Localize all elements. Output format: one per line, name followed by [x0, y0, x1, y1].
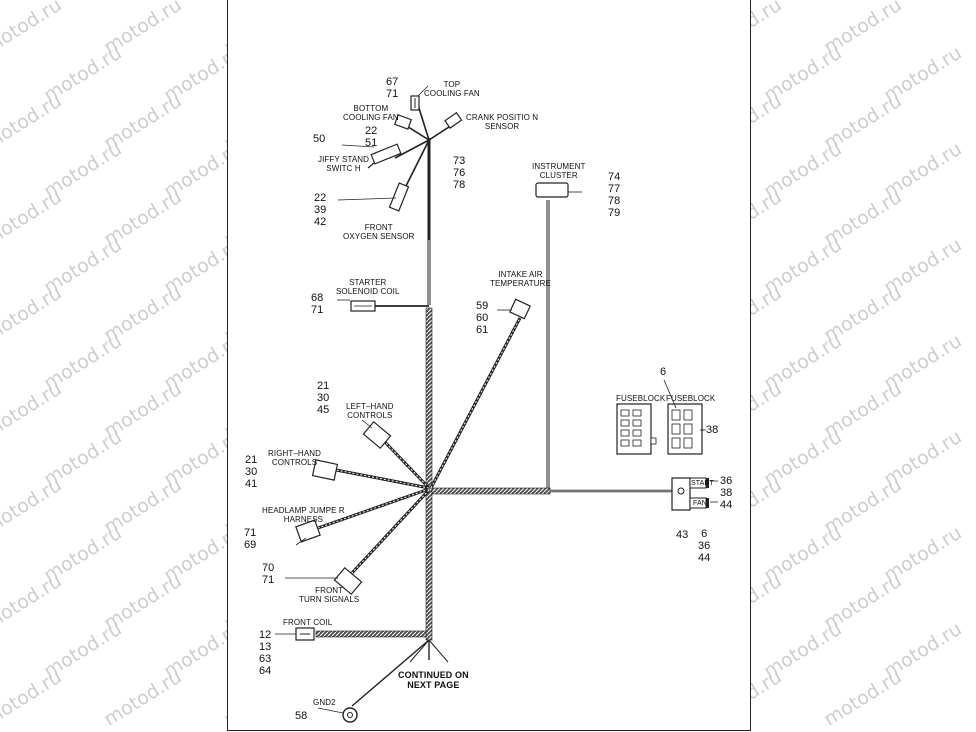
gnd2-label: GND2: [313, 698, 336, 707]
relay-branch: [431, 487, 672, 495]
jiffy-stand-switch-connector: [367, 143, 402, 169]
crank-position-sensor-connector: [444, 111, 463, 129]
headlamp-branch: [295, 487, 430, 543]
fuseblock-left: [616, 403, 657, 455]
relay-fan-label: FAN: [693, 500, 707, 507]
relay-bottom-left-ref: 43: [676, 529, 689, 541]
ground-branch: [342, 639, 449, 723]
leader-lines: [275, 85, 718, 714]
fuseblock-left-label: FUSEBLOCK: [616, 394, 666, 403]
starter-solenoid-branch: [350, 300, 429, 312]
jiffy-stand-refs-b: 50: [313, 133, 326, 145]
front-coil-branch: [295, 627, 427, 641]
relay-block: [671, 477, 709, 511]
relay-start-label: START: [691, 480, 714, 487]
fuseblock-right-top-ref: 6: [660, 366, 667, 378]
left-hand-controls-branch: [362, 420, 431, 490]
fuseblock-right-side-ref: 38: [706, 424, 719, 436]
fuseblock-right: [663, 379, 704, 455]
front-coil-label: FRONT COIL: [283, 618, 333, 627]
bottom-cooling-fan-connector: [393, 114, 413, 130]
top-cooling-fan-connector: [410, 95, 420, 111]
fuseblock-right-label: FUSEBLOCK: [666, 394, 716, 403]
diagram-frame: [227, 0, 751, 731]
top-branches: [394, 104, 453, 240]
front-oxygen-sensor-connector: [388, 182, 410, 212]
turn-signal-branch: [333, 488, 431, 596]
instrument-cluster-branch: [535, 182, 569, 492]
right-hand-controls-branch: [311, 459, 430, 490]
intake-air-branch: [429, 298, 532, 489]
gnd2-ref: 58: [295, 710, 308, 722]
